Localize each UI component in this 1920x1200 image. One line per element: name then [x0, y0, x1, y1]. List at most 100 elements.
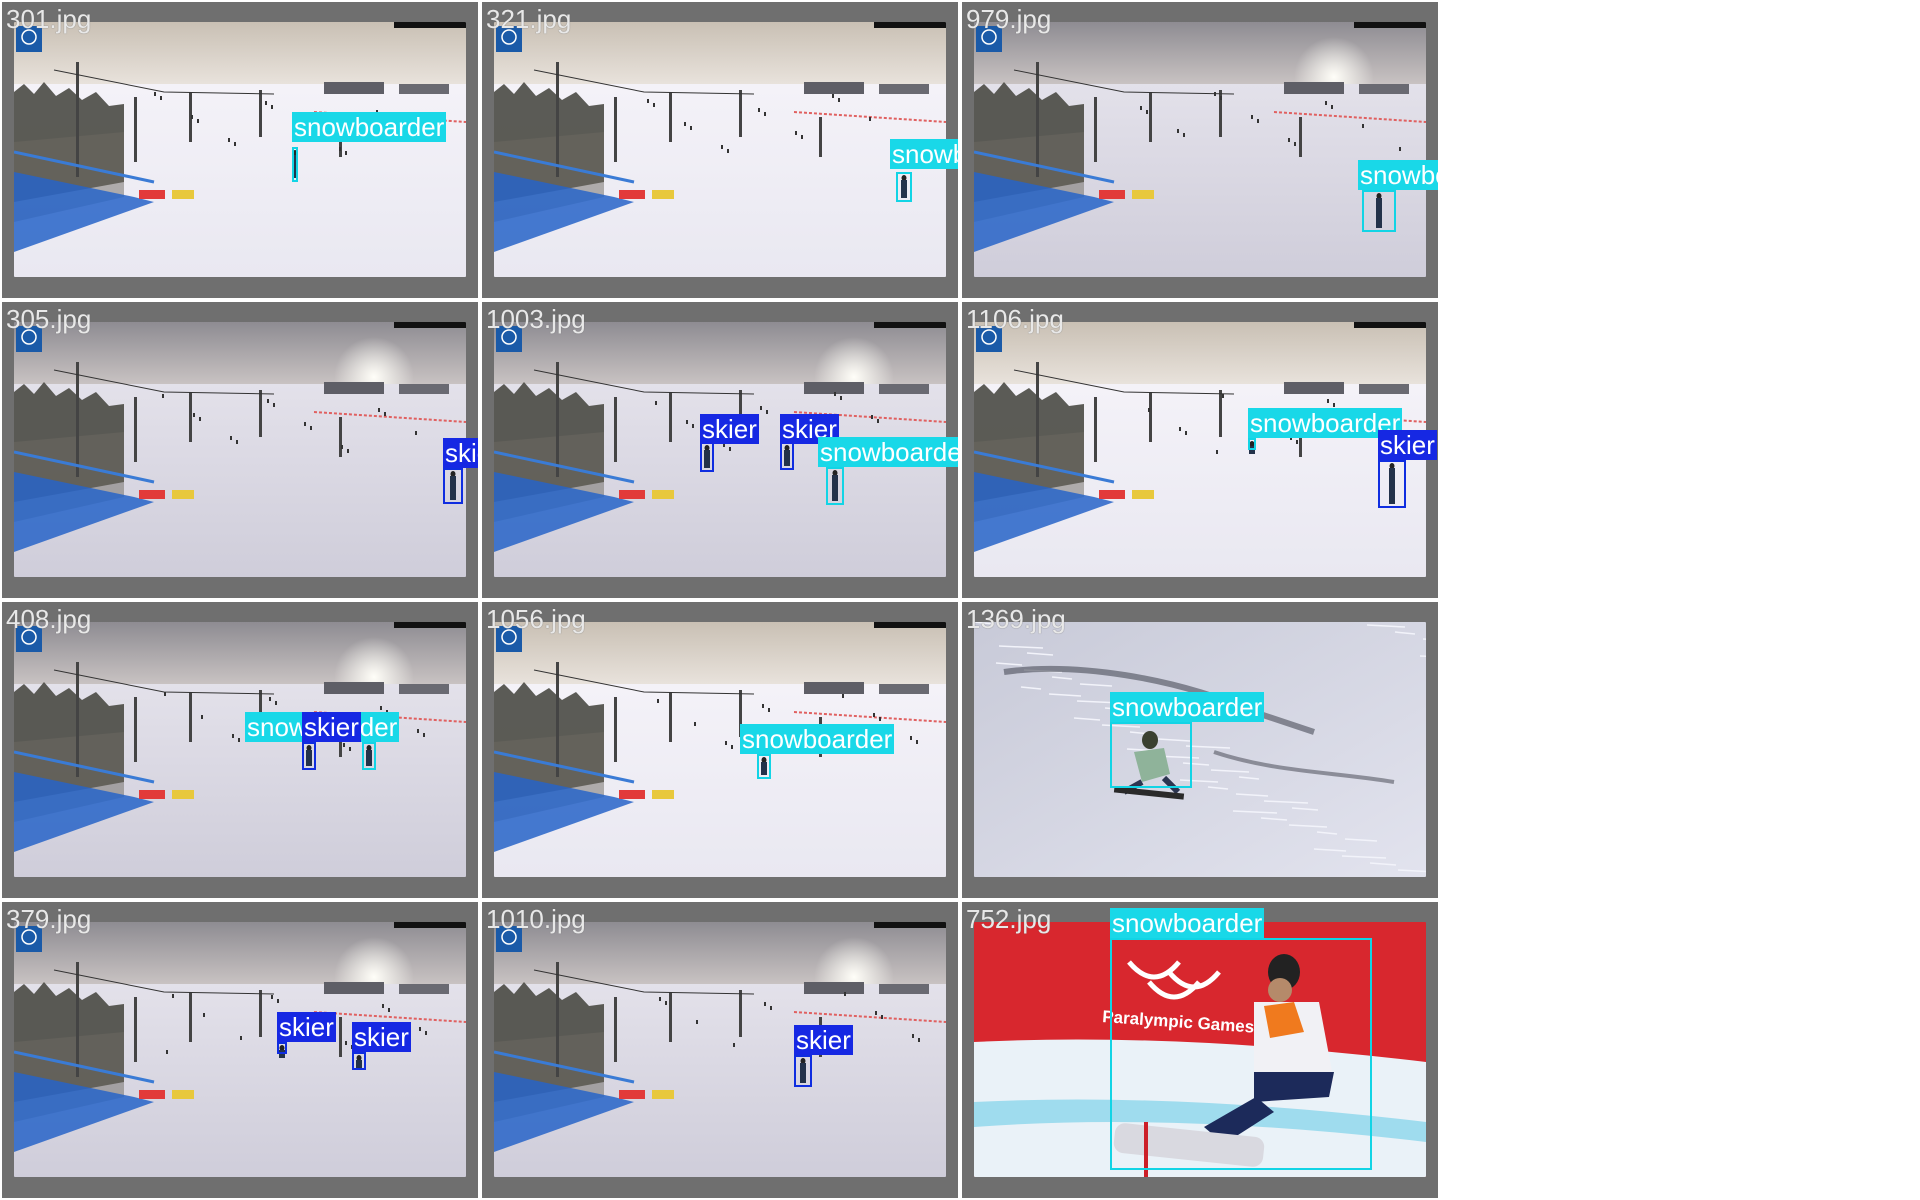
snow-texture [1291, 807, 1319, 811]
detection-box-skier [1378, 460, 1406, 508]
jersey-orange [1264, 1002, 1304, 1038]
red-banner [619, 490, 645, 499]
lift-pole [134, 397, 137, 462]
distant-person [731, 745, 733, 749]
lift-pole [339, 1017, 342, 1057]
distant-person [877, 419, 879, 423]
scene-photo [494, 22, 946, 277]
red-netting [1273, 111, 1426, 123]
lodge [804, 82, 864, 94]
person-body [292, 155, 298, 178]
person-body [784, 450, 790, 466]
distant-person [721, 145, 723, 149]
timestamp-bar [874, 622, 946, 628]
distant-person [1185, 431, 1187, 435]
distant-person [762, 704, 764, 708]
detection-label-snowboarder: snowboarder [740, 724, 895, 754]
distant-person [1222, 394, 1224, 398]
distant-person [164, 692, 166, 696]
timestamp-bar [394, 22, 466, 28]
distant-person [918, 1038, 920, 1042]
red-netting [793, 1011, 946, 1023]
distant-person [723, 443, 725, 447]
tile-photo [494, 922, 946, 1177]
distant-person [378, 408, 380, 412]
lift-pole [614, 997, 617, 1062]
lodge-2 [399, 384, 449, 394]
distant-person [423, 733, 425, 737]
red-netting [313, 411, 466, 423]
agitos-1 [1127, 960, 1181, 980]
fence-top [14, 450, 155, 484]
fence-top [14, 750, 155, 784]
person-body [800, 1063, 806, 1083]
person-body [366, 750, 372, 766]
distant-person [1333, 403, 1335, 407]
red-banner [139, 190, 165, 199]
lift-pole [669, 392, 672, 442]
file-name-label: 379.jpg [6, 904, 92, 934]
lodge [324, 382, 384, 394]
person-head [1389, 463, 1395, 469]
blue-fence [494, 172, 634, 252]
lodge [324, 682, 384, 694]
person-body [1389, 468, 1395, 504]
distant-person [339, 147, 341, 151]
lodge-2 [879, 84, 929, 94]
lift-pole [1094, 97, 1097, 162]
snow-texture [1079, 683, 1113, 687]
lift-cable [53, 69, 275, 95]
athlete-leg [1204, 1097, 1274, 1144]
logo-ring [501, 29, 517, 45]
blue-fence [974, 472, 1114, 552]
yellow-banner [172, 790, 194, 799]
logo-ring [21, 29, 37, 45]
distant-person [727, 149, 729, 153]
distant-person [1214, 92, 1216, 96]
distant-person [166, 1050, 168, 1054]
red-banner [1099, 190, 1125, 199]
snow-texture [1288, 824, 1328, 828]
file-name-label: 301.jpg [6, 4, 92, 34]
fence-top [494, 150, 635, 184]
distant-person [273, 403, 275, 407]
timestamp-bar [1354, 322, 1426, 328]
lift-pole [556, 62, 559, 177]
detection-label-snowboarder: snowboarder [1110, 692, 1265, 722]
person-head [1376, 193, 1382, 199]
file-name-label: 1003.jpg [486, 304, 586, 334]
distant-person [916, 740, 918, 744]
distant-person [1148, 408, 1150, 412]
detection-label-skier: skier [700, 414, 759, 444]
snow-texture [1182, 762, 1210, 766]
scene-photo [974, 22, 1426, 277]
distant-person [844, 992, 846, 996]
lodge-2 [399, 684, 449, 694]
lift-pole [1149, 92, 1152, 142]
lift-pole [339, 417, 342, 457]
distant-person [873, 713, 875, 717]
lodge [804, 382, 864, 394]
distant-person [1220, 96, 1222, 100]
logo-ring [501, 329, 517, 345]
distant-person [347, 449, 349, 453]
snow-texture [1073, 717, 1101, 721]
tile-photo [974, 322, 1426, 577]
distant-person [388, 1008, 390, 1012]
blue-fence [494, 772, 634, 852]
lift-pole [259, 990, 262, 1037]
distant-person [191, 115, 193, 119]
distant-person [912, 1034, 914, 1038]
snow-texture [1232, 810, 1278, 814]
distant-person [801, 135, 803, 139]
logo-ring [21, 929, 37, 945]
distant-person [345, 151, 347, 155]
distant-person [199, 417, 201, 421]
snow-texture [1397, 869, 1426, 873]
distant-person [310, 426, 312, 430]
detection-box-snowboarder [362, 742, 376, 770]
